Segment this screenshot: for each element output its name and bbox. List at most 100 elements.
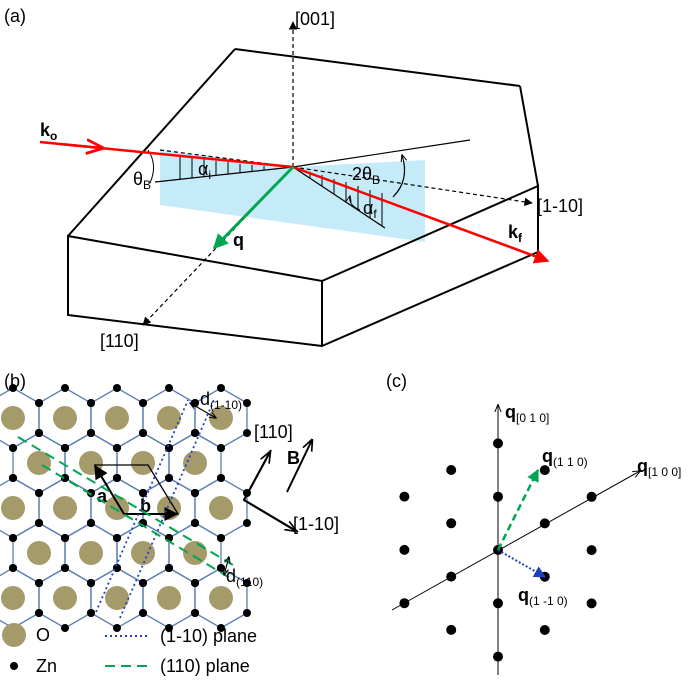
zinc-atoms — [9, 384, 251, 632]
o-atom — [1, 496, 25, 520]
plane-110-line-1 — [17, 436, 239, 569]
legend-zn-marker — [10, 662, 18, 670]
zn-atom — [35, 489, 44, 497]
alpha-f-arc — [350, 196, 361, 211]
panel-b-label: (b) — [4, 371, 26, 391]
zn-atom — [165, 384, 173, 392]
alpha-f-label: αf — [363, 198, 377, 221]
o-atom — [209, 496, 233, 520]
zn-atom — [242, 519, 251, 527]
o-atom — [53, 496, 77, 520]
zn-atom — [61, 564, 69, 572]
zn-atom — [216, 534, 225, 542]
reciprocal-point — [399, 598, 410, 609]
plane-1m10-line-1 — [95, 399, 189, 613]
zn-atom — [139, 579, 148, 587]
zn-atom — [242, 609, 251, 617]
direction-110-label: [110] — [254, 422, 293, 442]
zn-atom — [113, 384, 121, 392]
zn-atom — [242, 399, 251, 407]
q-label: q — [233, 230, 244, 250]
zn-atom — [191, 489, 200, 497]
transmit-ext-line — [292, 139, 471, 168]
two-theta-b-label: 2θB — [352, 164, 380, 187]
zn-atom — [87, 429, 95, 437]
vector-a-arrow — [94, 464, 125, 515]
o-atom — [105, 496, 129, 520]
q100-label: q[1 0 0] — [637, 456, 681, 479]
zn-atom — [139, 489, 148, 497]
reciprocal-point — [586, 491, 597, 502]
reciprocal-point — [446, 465, 457, 475]
o-atom — [209, 586, 233, 610]
zn-atom — [165, 624, 173, 632]
zn-atom — [242, 579, 251, 587]
o-atom — [53, 406, 77, 430]
direction-1m10-arrow — [243, 499, 296, 531]
o-atom — [131, 541, 155, 565]
zn-atom — [9, 534, 18, 542]
reciprocal-point — [539, 625, 550, 635]
axis-1m10-line — [292, 166, 533, 207]
reciprocal-point — [493, 651, 503, 662]
zn-atom — [61, 444, 70, 452]
zn-atom — [35, 429, 43, 437]
zn-atom — [9, 444, 18, 452]
d-1m10-label: d(1-10) — [200, 389, 242, 412]
reciprocal-point — [399, 544, 410, 555]
zn-atom — [61, 474, 69, 482]
direction-110-arrow — [243, 452, 270, 501]
plane-ref-line — [159, 149, 294, 168]
panel-a-label: (a) — [4, 6, 26, 26]
q110-label: q(1 1 0) — [542, 446, 588, 469]
reciprocal-point — [493, 438, 503, 449]
k-in-label: ko — [40, 120, 57, 143]
zn-atom — [61, 624, 69, 632]
zn-atom — [242, 429, 251, 437]
zn-atom — [217, 474, 225, 482]
o-atom — [157, 406, 181, 430]
legend-110-label: (110) plane — [160, 656, 250, 676]
zn-atom — [113, 624, 121, 632]
zn-atom — [139, 399, 148, 407]
vector-b-label: b — [140, 496, 151, 516]
zn-atom — [216, 444, 225, 452]
o-atom — [131, 451, 155, 475]
zn-atom — [9, 384, 17, 392]
plane-110-line-2 — [41, 464, 231, 579]
reciprocal-point — [446, 624, 457, 635]
legend-o-marker — [2, 623, 26, 647]
reciprocal-point — [539, 518, 550, 529]
zn-atom — [113, 534, 122, 542]
angle-hatch-in — [179, 156, 265, 180]
o-atom — [157, 586, 181, 610]
field-b-label: B — [287, 448, 300, 468]
o-atom — [53, 586, 77, 610]
theta-b-label: θB — [133, 169, 151, 192]
axis-q100 — [391, 471, 640, 611]
axis-110-label: [110] — [100, 331, 139, 351]
zn-atom — [61, 384, 69, 392]
panel-b: (b) a b d(1-10) d(110) [110] B [1-10] O — [0, 371, 339, 676]
zn-atom — [217, 384, 225, 392]
reciprocal-point — [586, 545, 597, 556]
k-out-label: kf — [508, 222, 523, 245]
zn-atom — [87, 519, 95, 527]
q110-arrow — [496, 468, 540, 551]
legend-zn-label: Zn — [36, 656, 57, 676]
o-atom — [79, 541, 103, 565]
reciprocal-point — [586, 598, 597, 609]
zn-atom — [139, 429, 147, 437]
o-atom — [27, 451, 51, 475]
reciprocal-point — [539, 465, 550, 476]
q1m10-arrow — [497, 549, 547, 578]
zn-atom — [87, 579, 96, 587]
zn-atom — [35, 579, 44, 587]
o-atom — [105, 586, 129, 610]
zn-atom — [9, 474, 17, 482]
d-110-label: d(110) — [226, 566, 263, 589]
d-110-arrow — [224, 557, 229, 575]
oxygen-atoms — [1, 406, 233, 610]
zn-atom — [35, 609, 44, 617]
d-1m10-arrow — [190, 403, 216, 418]
